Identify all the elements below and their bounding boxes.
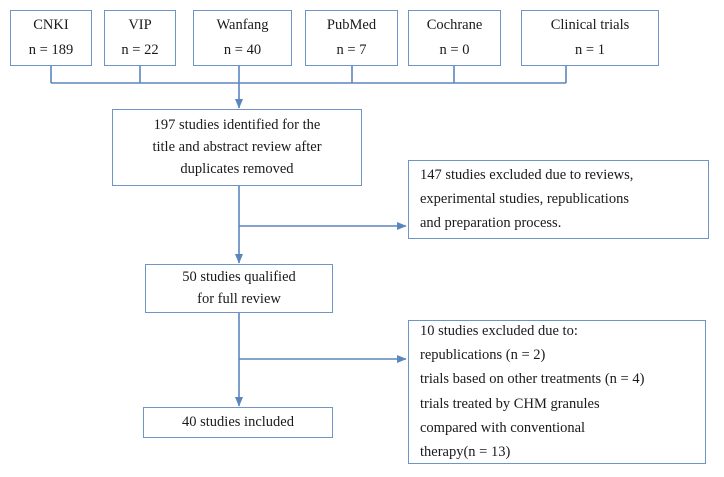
exclusion-text-line: trials treated by CHM granules [420, 395, 600, 412]
source-box-cochrane: Cochrane n = 0 [408, 10, 501, 66]
flow-box-included: 40 studies included [143, 407, 333, 438]
exclusion-box-first: 147 studies excluded due to reviews, exp… [408, 160, 709, 239]
source-count: n = 1 [575, 41, 605, 58]
source-box-pubmed: PubMed n = 7 [305, 10, 398, 66]
source-name: Wanfang [216, 17, 269, 34]
exclusion-text-line: republications (n = 2) [420, 347, 546, 364]
source-name: Clinical trials [550, 17, 630, 34]
source-box-wanfang: Wanfang n = 40 [193, 10, 292, 66]
flow-text-line: duplicates removed [180, 161, 294, 177]
source-box-cnki: CNKI n = 189 [10, 10, 92, 66]
exclusion-text-line: 147 studies excluded due to reviews, [420, 166, 634, 183]
exclusion-text-line: and preparation process. [420, 215, 562, 231]
flow-box-identified: 197 studies identified for the title and… [112, 109, 362, 186]
flow-text-line: 40 studies included [182, 413, 294, 430]
source-box-clinical-trials: Clinical trials n = 1 [521, 10, 659, 66]
flow-text-line: for full review [197, 291, 281, 307]
exclusion-text-line: compared with conventional [420, 419, 586, 436]
source-box-vip: VIP n = 22 [104, 10, 176, 66]
source-count: n = 0 [439, 41, 470, 58]
source-count: n = 7 [336, 41, 367, 58]
exclusion-text-line: experimental studies, republications [420, 190, 629, 207]
source-name: Cochrane [426, 17, 483, 34]
source-name: PubMed [326, 17, 377, 34]
flow-text-line: 50 studies qualified [182, 268, 296, 285]
exclusion-text-line: trials based on other treatments (n = 4) [420, 371, 645, 388]
flow-text-line: 197 studies identified for the [153, 116, 321, 133]
flow-text-line: title and abstract review after [152, 138, 322, 155]
source-name: VIP [128, 17, 152, 34]
source-name: CNKI [33, 17, 69, 34]
exclusion-text-line: 10 studies excluded due to: [420, 323, 578, 340]
source-count: n = 40 [223, 41, 262, 58]
source-count: n = 189 [28, 41, 74, 58]
exclusion-box-second: 10 studies excluded due to: republicatio… [408, 320, 706, 464]
source-count: n = 22 [121, 41, 159, 58]
flow-box-qualified: 50 studies qualified for full review [145, 264, 333, 313]
exclusion-text-line: therapy(n = 13) [420, 443, 511, 460]
